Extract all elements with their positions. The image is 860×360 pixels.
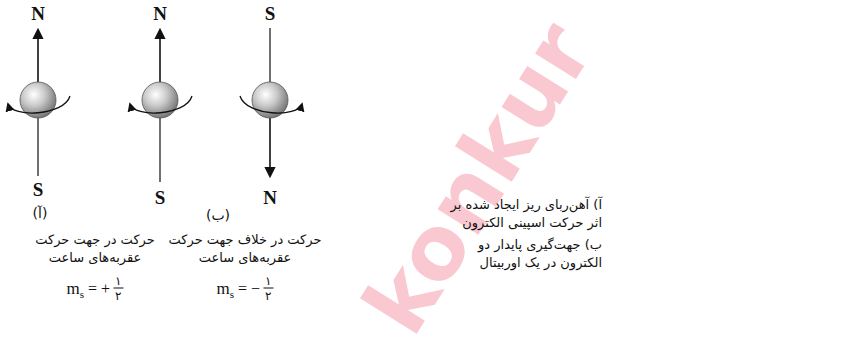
sign: = + xyxy=(88,279,110,297)
direction-caption: حرکت در جهت حرکت عقربه‌های ساعت xyxy=(29,231,161,267)
fraction: ۱۲ xyxy=(113,274,123,303)
pole-label: N xyxy=(31,3,45,25)
subscript: s xyxy=(230,287,234,299)
denominator: ۲ xyxy=(113,289,123,303)
numerator: ۱ xyxy=(113,274,123,289)
denominator: ۲ xyxy=(263,289,273,303)
watermark: konkur xyxy=(343,5,613,351)
spin-axis-arrow xyxy=(269,118,271,176)
pole-label: N xyxy=(263,187,277,209)
spin-quantum-number: ms = +۱۲ xyxy=(66,274,123,303)
pole-label: S xyxy=(155,187,166,209)
direction-caption: حرکت در خلاف جهت حرکت عقربه‌های ساعت xyxy=(164,231,326,267)
symbol: m xyxy=(216,278,229,298)
rotation-arrow xyxy=(240,96,302,113)
part-label: (ب) xyxy=(206,207,230,223)
pole-label: N xyxy=(153,3,167,25)
figure-caption: آ) آهن‌ربای ریز ایجاد شده بر اثر حرکت اس… xyxy=(434,196,602,232)
spin-axis xyxy=(159,118,160,182)
spin-axis xyxy=(37,118,38,176)
rotation-arrow xyxy=(130,96,192,113)
rotation-arrow xyxy=(8,96,70,113)
spin-axis-arrow xyxy=(37,30,39,82)
spin-axis xyxy=(269,28,270,82)
sign: = − xyxy=(238,279,260,297)
subscript: s xyxy=(80,287,84,299)
pole-label: S xyxy=(33,179,44,201)
part-label: (آ) xyxy=(33,205,48,221)
spin-quantum-number: ms = −۱۲ xyxy=(216,274,273,303)
figure-caption: ب) جهت‌گیری پایدار دو الکترون در یک اورب… xyxy=(434,236,602,272)
numerator: ۱ xyxy=(263,274,273,289)
pole-label: S xyxy=(265,3,276,25)
symbol: m xyxy=(66,278,79,298)
fraction: ۱۲ xyxy=(263,274,273,303)
spin-axis-arrow xyxy=(159,30,161,82)
